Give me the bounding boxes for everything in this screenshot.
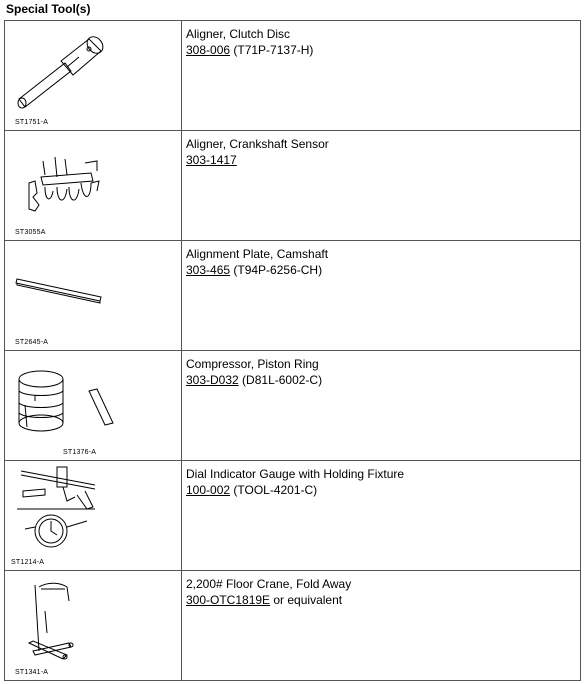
tool-description-cell: Compressor, Piston Ring 303-D032 (D81L-6… (181, 350, 581, 461)
tool-number-link[interactable]: 303-1417 (186, 153, 237, 167)
tool-code: ST3055A (15, 229, 46, 236)
tool-name: 2,200# Floor Crane, Fold Away (186, 577, 352, 591)
tool-number-suffix: (T94P-6256-CH) (230, 263, 323, 277)
camshaft-alignment-plate-icon (15, 278, 102, 304)
tool-name: Alignment Plate, Camshaft (186, 247, 329, 261)
piston-ring-compressor-icon (18, 370, 114, 432)
tool-description-cell: Aligner, Clutch Disc 308-006 (T71P-7137-… (181, 20, 581, 131)
tool-name: Compressor, Piston Ring (186, 357, 319, 371)
tool-row: ST1376-A Compressor, Piston Ring 303-D03… (4, 350, 581, 461)
tool-row: ST3055A Aligner, Crankshaft Sensor 303-1… (4, 130, 581, 241)
tool-number-link[interactable]: 100-002 (186, 483, 231, 497)
floor-crane-icon (27, 582, 74, 660)
special-tools-table: ST1751-A Aligner, Clutch Disc 308-006 (T… (4, 20, 581, 681)
tool-code: ST1341-A (15, 669, 49, 676)
dial-indicator-gauge-icon (17, 466, 96, 548)
tool-name: Aligner, Crankshaft Sensor (186, 137, 329, 151)
tool-code: ST2645-A (15, 339, 49, 346)
tool-image-cell: ST1751-A (4, 20, 182, 131)
tool-number-suffix: (TOOL-4201-C) (230, 483, 318, 497)
tool-name: Dial Indicator Gauge with Holding Fixtur… (186, 467, 405, 481)
tool-image-cell: ST1214-A (4, 460, 182, 571)
section-title: Special Tool(s) (6, 2, 91, 16)
tool-row: ST1751-A Aligner, Clutch Disc 308-006 (T… (4, 20, 581, 131)
tool-row: ST1341-A 2,200# Floor Crane, Fold Away 3… (4, 570, 581, 681)
clutch-disc-aligner-icon (17, 36, 104, 109)
tool-number-link[interactable]: 303-465 (186, 263, 231, 277)
tool-description-cell: 2,200# Floor Crane, Fold Away 300-OTC181… (181, 570, 581, 681)
tool-image-cell: ST3055A (4, 130, 182, 241)
tool-row: ST1214-A Dial Indicator Gauge with Holdi… (4, 460, 581, 571)
tool-number-link[interactable]: 308-006 (186, 43, 231, 57)
tool-code: ST1751-A (15, 119, 49, 126)
tool-name: Aligner, Clutch Disc (186, 27, 291, 41)
tool-number-suffix: (D81L-6002-C) (238, 373, 323, 387)
tool-description-cell: Dial Indicator Gauge with Holding Fixtur… (181, 460, 581, 571)
tool-code: ST1376-A (63, 449, 97, 456)
tool-number-suffix: (T71P-7137-H) (230, 43, 314, 57)
tool-image-cell: ST1376-A (4, 350, 182, 461)
tool-row: ST2645-A Alignment Plate, Camshaft 303-4… (4, 240, 581, 351)
tool-number-link[interactable]: 300-OTC1819E (186, 593, 271, 607)
tool-image-cell: ST1341-A (4, 570, 182, 681)
tool-description-cell: Aligner, Crankshaft Sensor 303-1417 (181, 130, 581, 241)
tool-image-cell: ST2645-A (4, 240, 182, 351)
tool-number-link[interactable]: 303-D032 (186, 373, 239, 387)
tool-number-suffix: or equivalent (270, 593, 343, 607)
tool-code: ST1214-A (11, 559, 45, 566)
crankshaft-sensor-aligner-icon (28, 156, 100, 212)
tool-description-cell: Alignment Plate, Camshaft 303-465 (T94P-… (181, 240, 581, 351)
